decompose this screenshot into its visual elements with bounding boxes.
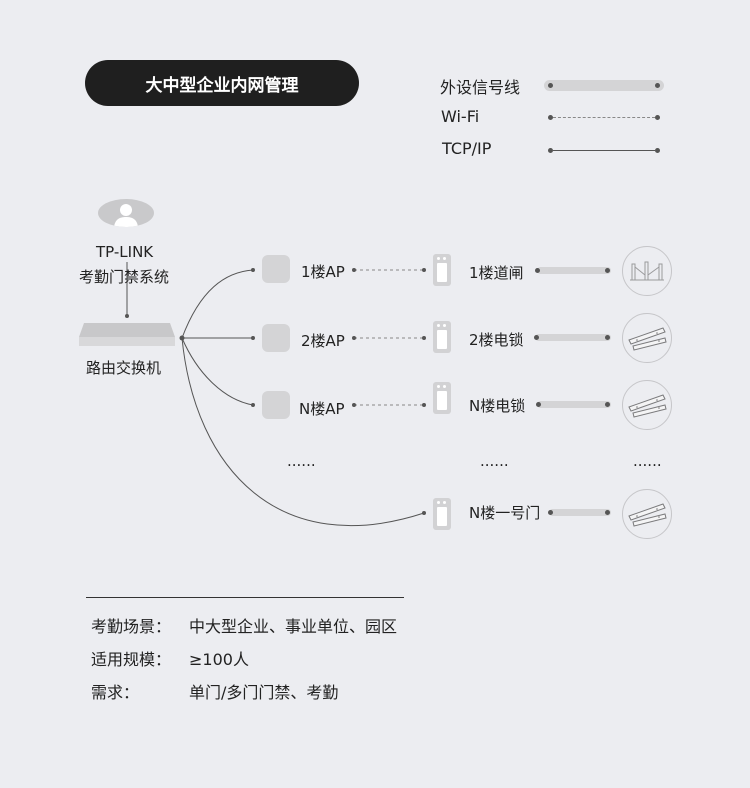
tcp-line-ap1 (181, 269, 254, 339)
signal-dot (605, 268, 610, 273)
info-label-scale: 适用规模： (91, 650, 172, 669)
ellipsis-endpoint: ...... (633, 452, 662, 470)
signal-dot (548, 510, 553, 515)
wifi-ap-icon (262, 391, 290, 419)
router-switch-icon (79, 323, 175, 346)
legend-label-wifi: Wi-Fi (441, 107, 480, 126)
electric-lock-icon (622, 489, 672, 539)
turnstile-gate-icon (622, 246, 672, 296)
ellipsis-device: ...... (480, 452, 509, 470)
signal-line (535, 334, 611, 341)
tcp-line-apn (181, 337, 254, 406)
ap-label-2: 2楼AP (301, 332, 345, 350)
signal-line (549, 509, 611, 516)
signal-dot (536, 402, 541, 407)
server-system: 考勤门禁系统 (79, 268, 170, 286)
electric-lock-icon (622, 313, 672, 363)
access-reader-icon (433, 498, 451, 530)
signal-dot (534, 335, 539, 340)
legend-wifi-line (553, 117, 655, 118)
legend-dot (655, 83, 660, 88)
device-label-3: N楼电锁 (469, 397, 526, 415)
legend-label-tcpip: TCP/IP (442, 139, 492, 158)
wifi-ap-icon (262, 324, 290, 352)
signal-dot (605, 510, 610, 515)
access-reader-icon (433, 254, 451, 286)
signal-dot (535, 268, 540, 273)
legend-signal-line (544, 80, 664, 91)
server-name: TP-LINK (96, 243, 154, 261)
info-value-scale: ≥100人 (189, 650, 249, 669)
legend-dot (655, 115, 660, 120)
legend-tcpip-line (553, 150, 655, 151)
tcp-line-door (181, 337, 425, 527)
user-avatar-icon (98, 199, 154, 227)
divider (86, 597, 404, 598)
signal-line (537, 401, 611, 408)
info-value-need: 单门/多门门禁、考勤 (189, 683, 339, 702)
device-label-4: N楼一号门 (469, 504, 541, 522)
info-label-scene: 考勤场景： (91, 617, 172, 636)
legend-dot (655, 148, 660, 153)
legend-label-signal: 外设信号线 (440, 78, 521, 97)
signal-dot (605, 402, 610, 407)
info-label-need: 需求： (91, 683, 140, 702)
legend-dot (548, 83, 553, 88)
device-label-2: 2楼电锁 (469, 331, 524, 349)
info-value-scene: 中大型企业、事业单位、园区 (189, 617, 398, 636)
signal-line (537, 267, 611, 274)
device-label-1: 1楼道闸 (469, 264, 524, 282)
signal-dot (605, 335, 610, 340)
ap-label-1: 1楼AP (301, 263, 345, 281)
access-reader-icon (433, 321, 451, 353)
ellipsis-ap: ...... (287, 452, 316, 470)
ap-label-n: N楼AP (299, 400, 345, 418)
legend-dot (548, 148, 553, 153)
electric-lock-icon (622, 380, 672, 430)
access-reader-icon (433, 382, 451, 414)
router-label: 路由交换机 (86, 359, 162, 377)
wifi-ap-icon (262, 255, 290, 283)
page-title: 大中型企业内网管理 (85, 60, 359, 106)
legend-dot (548, 115, 553, 120)
